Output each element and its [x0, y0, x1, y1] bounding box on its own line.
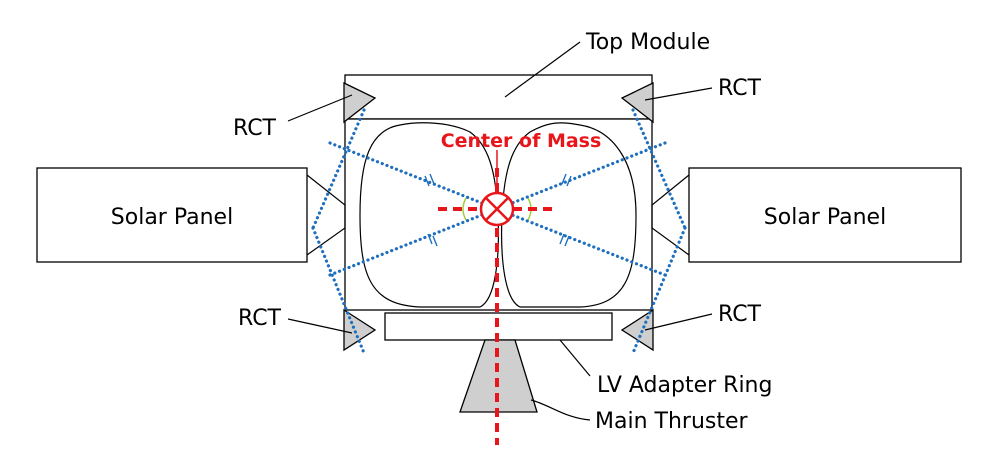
leader-top-module	[504, 41, 581, 98]
right-panel-bracket	[651, 174, 690, 256]
tick-left-upper	[424, 173, 435, 187]
solar-panel-right-label: Solar Panel	[764, 205, 886, 230]
rct-bottom-right-label: RCT	[718, 302, 762, 327]
top-module-label: Top Module	[585, 30, 710, 55]
main-thruster	[459, 339, 538, 413]
leader-main-thruster	[530, 399, 591, 421]
tick-right-upper	[561, 173, 572, 187]
top-module	[344, 74, 653, 120]
thrust-line-left-upper	[328, 141, 499, 211]
leader-rct-bottom-left	[287, 318, 353, 334]
rct-top-right	[620, 81, 654, 124]
right-tank	[501, 122, 637, 308]
thrust-line-left-lower	[328, 207, 499, 277]
thrust-line-right-upper	[495, 141, 667, 211]
equal-length-ticks	[424, 173, 572, 247]
left-tank	[359, 122, 499, 308]
rct-top-right-label: RCT	[718, 76, 762, 101]
rct-bottom-left	[343, 308, 377, 352]
leader-lv-adapter-ring	[559, 339, 591, 377]
main-thruster-label: Main Thruster	[595, 409, 749, 434]
solar-panel-left	[36, 167, 308, 263]
lv-adapter-ring-label: LV Adapter Ring	[597, 373, 772, 398]
thrust-line-left-outer-lower	[311, 226, 366, 355]
thrust-line-left-outer	[311, 108, 366, 230]
leader-rct-bottom-right	[644, 313, 713, 331]
rct-thrust-lines	[311, 108, 687, 355]
thrust-line-right-outer-lower	[631, 226, 687, 355]
center-of-mass-label: Center of Mass	[441, 130, 602, 152]
thrust-line-right-lower	[495, 207, 667, 277]
tick-left-lower	[427, 233, 438, 247]
leader-rct-top-left	[287, 94, 353, 122]
center-of-mass-marker	[479, 191, 515, 227]
rct-top-left-label: RCT	[233, 116, 277, 141]
solar-panel-left-label: Solar Panel	[111, 205, 233, 230]
rct-bottom-left-label: RCT	[238, 306, 282, 331]
solar-panel-right	[688, 167, 962, 263]
thrust-line-right-outer	[631, 108, 687, 230]
leader-lines	[287, 41, 713, 421]
rct-top-left	[343, 81, 377, 124]
tick-right-lower	[559, 233, 570, 247]
leader-rct-top-right	[644, 87, 713, 101]
left-panel-bracket	[306, 174, 346, 256]
angle-arc-left	[462, 197, 467, 221]
